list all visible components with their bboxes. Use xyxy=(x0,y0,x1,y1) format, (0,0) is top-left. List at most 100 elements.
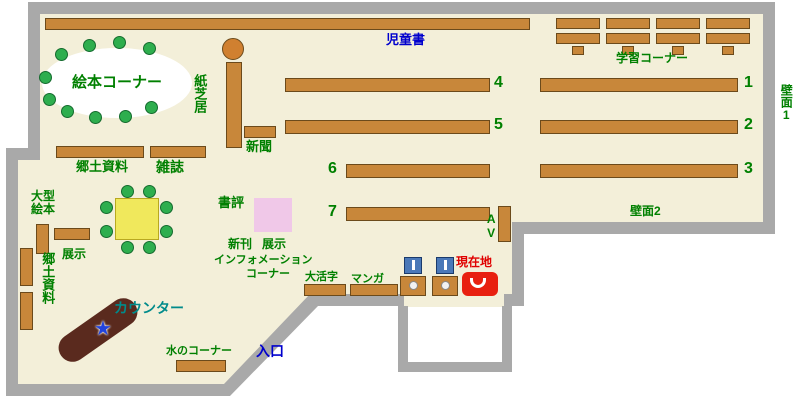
seat-dot xyxy=(160,201,173,214)
seat-dot xyxy=(83,39,96,52)
picture-book-corner-label: 絵本コーナー xyxy=(71,73,162,91)
bookshelf-7 xyxy=(346,207,490,221)
new-books-display-table xyxy=(254,198,292,232)
study-desk xyxy=(606,33,650,44)
av-label: AV xyxy=(484,212,499,240)
information-corner-line2: コーナー xyxy=(246,268,290,280)
large-picture-books-shelf xyxy=(36,224,49,254)
newspaper-label: 新聞 xyxy=(246,139,273,154)
study-corner-label: 学習コーナー xyxy=(616,51,689,65)
seat-dot xyxy=(61,105,74,118)
seat-dot xyxy=(143,42,156,55)
bookshelf-3 xyxy=(540,164,738,178)
seat-dot xyxy=(119,110,132,123)
opac-screen xyxy=(412,260,415,270)
kamishibai-label: 紙芝居 xyxy=(192,74,208,113)
study-desk xyxy=(656,33,700,44)
seat-dot xyxy=(55,48,68,61)
study-desk xyxy=(706,18,750,29)
floor-area xyxy=(18,14,763,384)
children-books-label: 児童書 xyxy=(386,32,426,47)
local-materials-left-label: 郷土資料 xyxy=(40,252,56,304)
magazines-label: 雑誌 xyxy=(156,159,184,175)
shelf-number-5: 5 xyxy=(494,116,503,133)
vestibule-right-wall xyxy=(502,306,512,372)
bookshelf-2 xyxy=(540,120,738,134)
seat-dot xyxy=(121,185,134,198)
study-chair xyxy=(722,46,734,55)
new-books-label: 新刊 xyxy=(228,237,253,251)
water-corner-label: 水のコーナー xyxy=(166,345,232,357)
seat-dot xyxy=(100,201,113,214)
opac-screen xyxy=(444,260,447,270)
entrance-opening xyxy=(404,293,504,307)
counter-label: カウンター xyxy=(114,300,184,316)
bookshelf-4 xyxy=(285,78,490,92)
seat-dot xyxy=(100,225,113,238)
study-chair xyxy=(572,46,584,55)
large-print-label: 大活字 xyxy=(305,271,338,283)
shelf-number-4: 4 xyxy=(494,74,503,91)
bookshelf-5 xyxy=(285,120,490,134)
display-upper-label: 展示 xyxy=(62,247,87,261)
magazine-shelf xyxy=(150,146,206,158)
entrance-label: 入口 xyxy=(256,343,284,359)
bookshelf-1 xyxy=(540,78,738,92)
seat-dot xyxy=(89,111,102,124)
local-materials-shelf xyxy=(56,146,144,158)
opac-stool xyxy=(441,281,450,290)
wall-shelf-1-label: 壁面1 xyxy=(779,84,794,122)
study-desk xyxy=(656,18,700,29)
large-picture-books-line1: 大型 xyxy=(31,189,56,203)
vestibule-left-wall xyxy=(398,306,408,372)
seat-dot xyxy=(145,101,158,114)
seat-dot xyxy=(160,225,173,238)
study-desk xyxy=(706,33,750,44)
study-desk xyxy=(606,18,650,29)
shelf-number-1: 1 xyxy=(744,74,753,91)
current-location-arc-icon xyxy=(470,278,486,288)
display-lower-label: 展示 xyxy=(262,237,287,251)
local-materials-left-shelf xyxy=(20,248,33,286)
seat-dot xyxy=(39,71,52,84)
reading-table xyxy=(115,198,159,240)
picture-book-corner-area: 絵本コーナー xyxy=(42,48,192,118)
book-reviews-label: 書評 xyxy=(218,195,245,210)
opac-stool xyxy=(409,281,418,290)
star-icon: ★ xyxy=(94,318,112,340)
local-materials-left-shelf xyxy=(20,292,33,330)
local-materials-upper-label: 郷土資料 xyxy=(76,159,129,174)
manga-shelf xyxy=(350,284,398,296)
shelf-number-3: 3 xyxy=(744,160,753,177)
study-desk xyxy=(556,33,600,44)
current-location-marker xyxy=(462,272,498,296)
wall-shelf-2-label: 壁面2 xyxy=(630,204,661,218)
top-wall-shelf xyxy=(45,18,530,30)
seat-dot xyxy=(43,93,56,106)
av-shelf xyxy=(498,206,511,242)
study-chair xyxy=(672,46,684,55)
display-shelf xyxy=(54,228,90,240)
kamishibai-stand xyxy=(222,38,244,60)
current-location-label: 現在地 xyxy=(456,255,493,269)
bookshelf-6 xyxy=(346,164,490,178)
seat-dot xyxy=(143,241,156,254)
shelf-number-7: 7 xyxy=(328,203,337,220)
manga-label: マンガ xyxy=(351,273,384,285)
shelf-number-6: 6 xyxy=(328,160,337,177)
kamishibai-rack xyxy=(226,62,242,148)
large-print-shelf xyxy=(304,284,346,296)
seat-dot xyxy=(113,36,126,49)
study-chair xyxy=(622,46,634,55)
large-picture-books-line2: 絵本 xyxy=(31,202,56,217)
information-corner-line1: インフォメーション xyxy=(214,254,313,266)
large-picture-books-label: 大型 絵本 xyxy=(31,189,56,217)
water-corner-shelf xyxy=(176,360,226,372)
newspaper-rack xyxy=(244,126,276,138)
study-desk xyxy=(556,18,600,29)
seat-dot xyxy=(121,241,134,254)
shelf-number-2: 2 xyxy=(744,116,753,133)
vestibule-bottom-wall xyxy=(398,362,512,372)
